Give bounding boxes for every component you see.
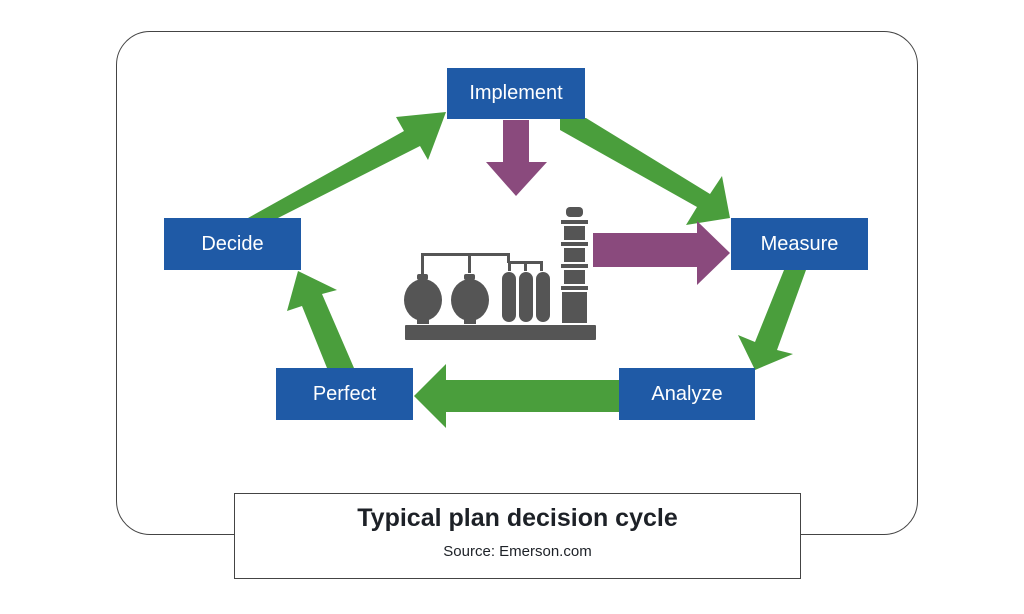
node-analyze-label: Analyze [651, 382, 723, 405]
arrow-decide-to-implement [248, 112, 446, 218]
node-perfect: Perfect [276, 368, 413, 420]
node-decide: Decide [164, 218, 301, 270]
caption-title: Typical plan decision cycle [357, 504, 678, 532]
arrow-implement-to-measure [560, 118, 730, 225]
arrow-implement-to-plant [486, 120, 547, 196]
node-measure: Measure [731, 218, 868, 270]
arrow-plant-to-measure [593, 221, 730, 285]
node-implement: Implement [447, 68, 585, 119]
arrow-measure-to-analyze [738, 270, 806, 370]
node-measure-label: Measure [760, 232, 839, 255]
arrow-perfect-to-decide [287, 271, 354, 368]
industrial-plant-icon [404, 207, 596, 340]
node-decide-label: Decide [201, 232, 264, 255]
node-implement-label: Implement [469, 82, 563, 104]
node-perfect-label: Perfect [312, 382, 377, 405]
caption-box: Typical plan decision cycle Source: Emer… [234, 493, 801, 579]
caption-source: Source: Emerson.com [443, 543, 592, 560]
node-analyze: Analyze [619, 368, 755, 420]
arrow-analyze-to-perfect [414, 364, 619, 428]
